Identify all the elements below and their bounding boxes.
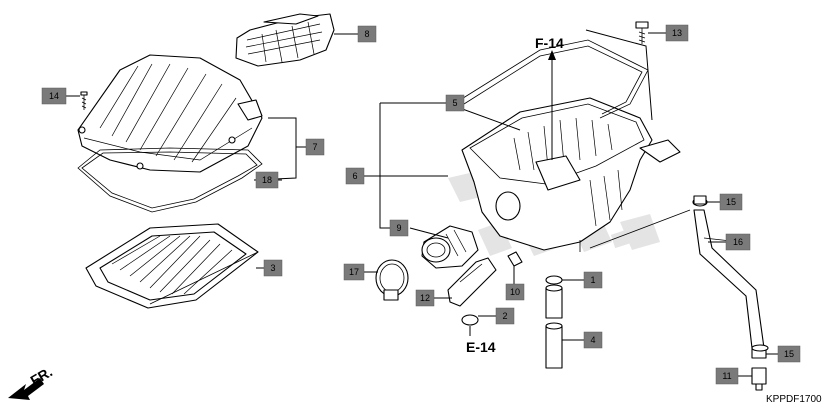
svg-text:17: 17 bbox=[349, 267, 359, 277]
callout-13[interactable]: 13 bbox=[665, 24, 689, 42]
part-4-drain-tube bbox=[545, 284, 563, 369]
part-2-seal bbox=[461, 314, 479, 326]
callout-17[interactable]: 17 bbox=[343, 263, 365, 281]
callout-11[interactable]: 11 bbox=[715, 367, 739, 385]
air-cleaner-housing bbox=[461, 97, 681, 252]
svg-text:16: 16 bbox=[733, 237, 743, 247]
part-15-clip-lower bbox=[751, 344, 769, 359]
part-17-band bbox=[375, 259, 409, 301]
callout-6[interactable]: 6 bbox=[345, 167, 365, 185]
callout-18[interactable]: 18 bbox=[255, 171, 279, 189]
svg-text:7: 7 bbox=[312, 142, 317, 152]
svg-text:4: 4 bbox=[590, 335, 595, 345]
part-18-seal bbox=[77, 147, 263, 213]
callout-2[interactable]: 2 bbox=[495, 307, 515, 325]
svg-text:18: 18 bbox=[262, 175, 272, 185]
part-14-screw bbox=[80, 91, 88, 110]
diagram-code: KPPDF1700 bbox=[766, 394, 822, 405]
part-12-hose bbox=[447, 257, 497, 307]
svg-text:13: 13 bbox=[672, 28, 682, 38]
ref-e14: E-14 bbox=[466, 339, 496, 355]
part-8-intake-duct bbox=[235, 13, 335, 67]
front-direction-arrow: FR. bbox=[8, 363, 55, 400]
part-15-clip-upper bbox=[692, 195, 708, 207]
svg-text:2: 2 bbox=[502, 311, 507, 321]
part-10-clip bbox=[507, 251, 523, 267]
svg-text:12: 12 bbox=[420, 293, 430, 303]
svg-text:9: 9 bbox=[396, 223, 401, 233]
svg-text:8: 8 bbox=[364, 29, 369, 39]
callout-15-lower[interactable]: 15 bbox=[777, 345, 801, 363]
part-9-connecting-tube bbox=[421, 225, 479, 269]
callout-10[interactable]: 10 bbox=[505, 283, 525, 301]
air-cleaner-cover bbox=[77, 54, 263, 173]
part-16-breather-tube bbox=[693, 209, 765, 349]
callout-5[interactable]: 5 bbox=[445, 94, 465, 112]
callout-14[interactable]: 14 bbox=[41, 87, 67, 105]
svg-text:1: 1 bbox=[590, 275, 595, 285]
callout-1[interactable]: 1 bbox=[583, 271, 603, 289]
part-11-plug bbox=[751, 367, 767, 391]
svg-text:5: 5 bbox=[452, 98, 457, 108]
callout-3[interactable]: 3 bbox=[263, 259, 283, 277]
callout-7[interactable]: 7 bbox=[305, 138, 325, 156]
callout-15-upper[interactable]: 15 bbox=[719, 193, 743, 211]
svg-text:14: 14 bbox=[49, 91, 59, 101]
svg-text:11: 11 bbox=[722, 371, 731, 381]
svg-text:15: 15 bbox=[784, 349, 794, 359]
svg-text:10: 10 bbox=[510, 287, 520, 297]
callout-9[interactable]: 9 bbox=[389, 219, 409, 237]
callout-16[interactable]: 16 bbox=[725, 233, 751, 251]
svg-text:3: 3 bbox=[270, 263, 275, 273]
housing-gasket bbox=[459, 39, 649, 119]
part-3-air-filter bbox=[85, 223, 259, 309]
callout-4[interactable]: 4 bbox=[583, 331, 603, 349]
svg-text:15: 15 bbox=[726, 197, 736, 207]
ref-f14: F-14 bbox=[535, 35, 564, 51]
part-1-o-ring bbox=[545, 275, 563, 285]
part-13-bolt bbox=[635, 21, 649, 44]
callout-12[interactable]: 12 bbox=[415, 289, 435, 307]
callout-8[interactable]: 8 bbox=[357, 25, 377, 43]
svg-text:6: 6 bbox=[352, 171, 357, 181]
